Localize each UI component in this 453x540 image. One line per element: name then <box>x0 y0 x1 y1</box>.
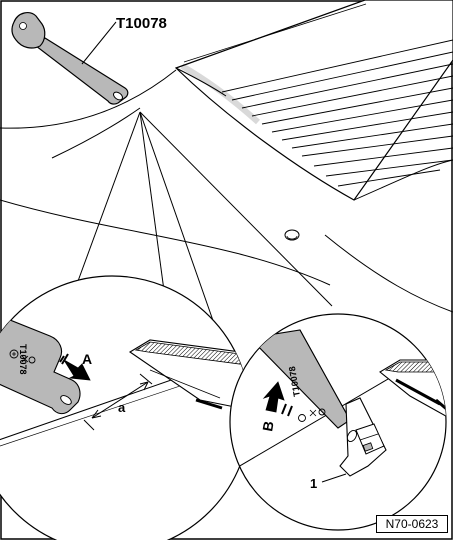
label-a: A <box>82 351 92 367</box>
tool-t10078 <box>11 12 129 105</box>
tool-leader <box>81 21 117 65</box>
dimension-a-label: a <box>118 400 126 415</box>
grommet <box>284 229 300 241</box>
tool-marking-left: T10078 <box>18 344 28 375</box>
sunroof-blind <box>174 0 453 201</box>
callout-1-leader <box>321 473 347 483</box>
dimension-a <box>83 373 153 431</box>
tool-label: T10078 <box>116 15 167 32</box>
sill-line <box>324 234 453 313</box>
arrow-a <box>59 353 91 381</box>
blind-slats <box>221 39 453 187</box>
roof-line <box>0 69 177 129</box>
label-b: B <box>259 420 277 433</box>
car-body <box>0 69 453 313</box>
detail-circle-right: T10078 B 1 <box>229 313 447 531</box>
detail-circle-left: T10078 A a <box>0 275 251 540</box>
arrow-b <box>262 381 293 417</box>
figure-reference: N70-0623 <box>376 515 448 533</box>
door-line <box>0 199 331 286</box>
callout-1: 1 <box>310 476 317 491</box>
zoom-funnel-lines <box>73 111 333 353</box>
body-line <box>51 107 141 159</box>
